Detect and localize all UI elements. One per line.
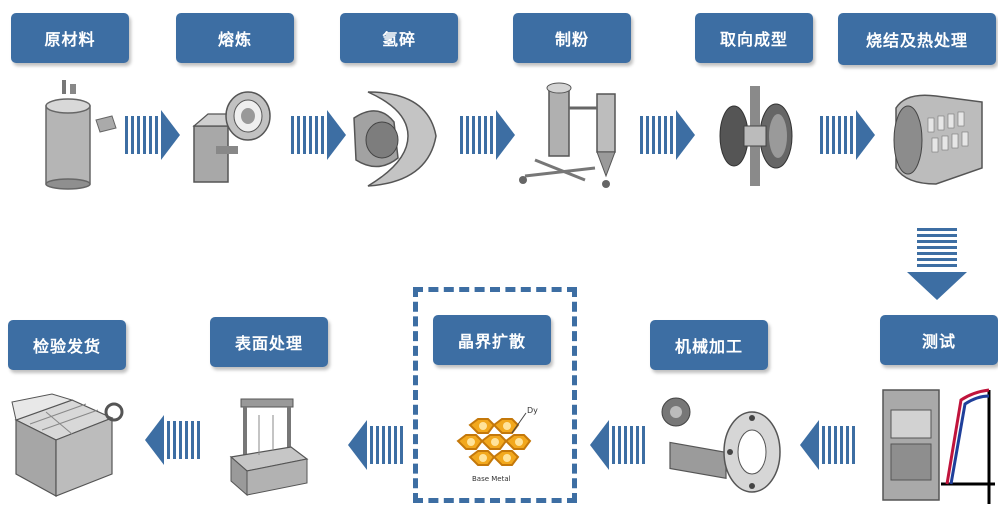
arrow-left-2 bbox=[590, 420, 645, 470]
arrow-down bbox=[907, 228, 967, 300]
hydrogen-crushing-illustration bbox=[353, 91, 437, 187]
step-label-sintering-heat-treatment: 烧结及热处理 bbox=[838, 13, 996, 65]
arrow-left-4 bbox=[145, 415, 200, 465]
arrow-right-4 bbox=[640, 110, 695, 160]
highlight-frame bbox=[413, 287, 577, 503]
step-label-inspection-shipping: 检验发货 bbox=[8, 320, 126, 370]
honeycomb-diffusion-illustration: Dy Base Metal bbox=[456, 406, 538, 483]
element-label: Dy bbox=[527, 406, 538, 415]
step-label-smelting: 熔炼 bbox=[176, 13, 294, 63]
arrow-right-1 bbox=[125, 110, 180, 160]
arrow-right-2 bbox=[291, 110, 346, 160]
step-label-testing: 测试 bbox=[880, 315, 998, 365]
arrow-left-3 bbox=[348, 420, 403, 470]
step-label-grain-boundary-diffusion: 晶界扩散 bbox=[433, 315, 551, 365]
base-metal-label: Base Metal bbox=[472, 475, 511, 483]
step-label-hydrogen-crushing: 氢碎 bbox=[340, 13, 458, 63]
arrow-right-3 bbox=[460, 110, 515, 160]
surface-treatment-illustration bbox=[229, 398, 309, 497]
milling-illustration bbox=[519, 82, 616, 188]
arrow-right-5 bbox=[820, 110, 875, 160]
step-label-raw-material: 原材料 bbox=[11, 13, 129, 63]
oriented-forming-illustration bbox=[719, 86, 793, 186]
sintering-illustration bbox=[893, 94, 983, 185]
testing-illustration bbox=[882, 388, 995, 504]
smelting-illustration bbox=[192, 91, 271, 183]
raw-material-illustration bbox=[45, 80, 117, 190]
step-label-machining: 机械加工 bbox=[650, 320, 768, 370]
inspection-box-illustration bbox=[11, 393, 124, 498]
arrow-left-1 bbox=[800, 420, 855, 470]
machining-illustration bbox=[661, 397, 781, 493]
step-label-surface-treatment: 表面处理 bbox=[210, 317, 328, 367]
step-label-oriented-forming: 取向成型 bbox=[695, 13, 813, 63]
step-label-milling: 制粉 bbox=[513, 13, 631, 63]
